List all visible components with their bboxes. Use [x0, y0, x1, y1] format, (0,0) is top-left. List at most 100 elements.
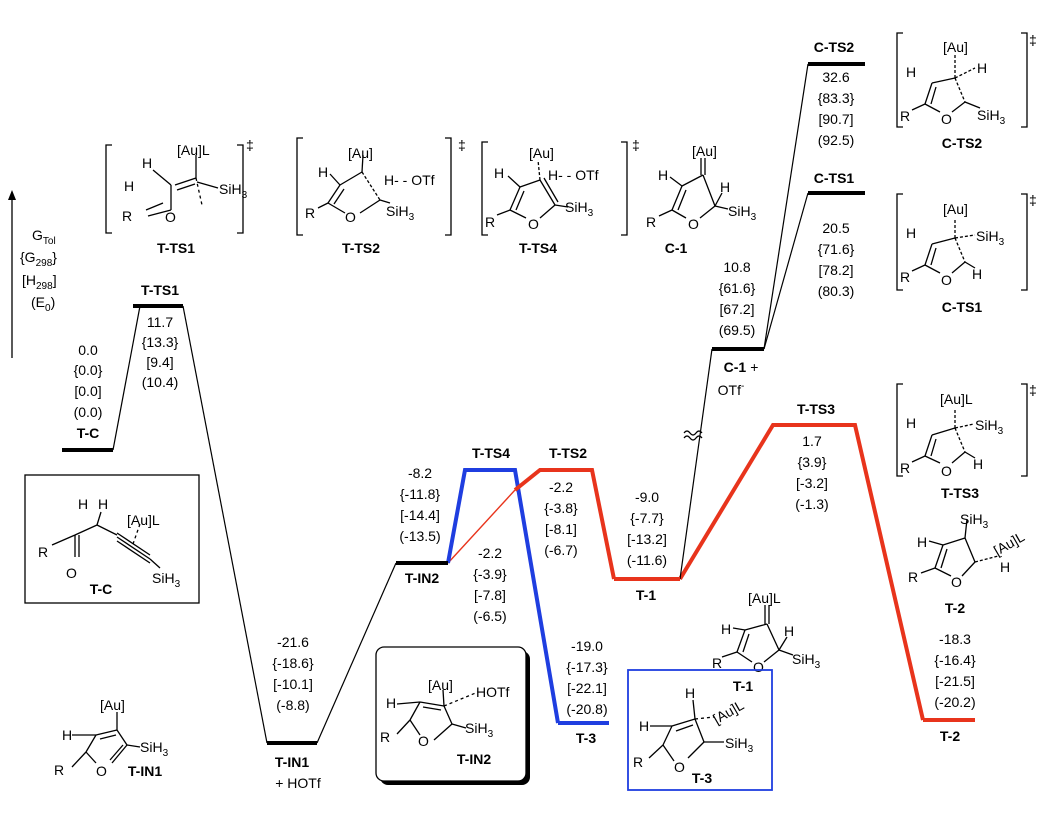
bond [911, 455, 926, 463]
bond [669, 176, 683, 187]
t2-h2: H [1000, 559, 1010, 575]
c1-value-gtol: 10.8 [723, 259, 750, 275]
bond [519, 179, 541, 188]
bracket-right [1021, 32, 1028, 128]
cts1-si: SiH3 [976, 228, 1005, 248]
bond [687, 741, 705, 759]
bond [736, 651, 753, 663]
connector-t1-c1 [679, 348, 713, 580]
bracket-left [896, 193, 903, 291]
bond [954, 237, 966, 263]
bond [116, 540, 151, 564]
tts3-value-g298: {3.9} [798, 454, 827, 470]
tin2-value-g298: {-11.8} [400, 486, 441, 502]
bond [964, 518, 968, 539]
cts2-si: SiH3 [977, 107, 1006, 127]
tts4-r: R [485, 214, 495, 230]
tin1-value-gtol: -21.6 [277, 634, 309, 650]
tts2-label: T-TS2 [549, 445, 587, 461]
tts2-hotf: H- - OTf [384, 172, 435, 188]
tts3-value-gtol: 1.7 [802, 433, 822, 449]
bond [951, 101, 966, 113]
t3-value-h298: [-22.1] [567, 680, 607, 696]
c1-si: SiH3 [728, 203, 757, 223]
tts2-dagger: ‡ [458, 137, 466, 153]
tin2-box [375, 646, 527, 782]
bond [543, 177, 559, 203]
bond [174, 177, 197, 186]
axis-arrow-head [8, 190, 16, 200]
bond [361, 154, 364, 173]
tc-name: T-C [90, 581, 113, 597]
bond [766, 623, 780, 651]
tts1-dagger: ‡ [246, 137, 254, 153]
bracket-left [296, 137, 303, 236]
structure-tts2: [Au] H- - OTf SiH3 H R O ‡ T-TS2 [296, 137, 466, 256]
bond [911, 103, 926, 111]
cts2-name: C-TS2 [942, 135, 983, 151]
axis-break-lower [683, 435, 703, 441]
bracket-left [896, 32, 903, 128]
tin2-o: O [418, 733, 429, 749]
bond [699, 205, 716, 219]
bond [116, 729, 128, 746]
bond [931, 77, 956, 84]
axis-label-g298: {G298} [20, 249, 57, 269]
bond [327, 184, 341, 204]
tts3-value-h298: [-3.2] [796, 475, 828, 491]
tts4-value-h298: [-7.8] [474, 587, 506, 603]
bond [96, 511, 102, 526]
bond [147, 209, 172, 217]
bond [329, 173, 341, 186]
bond [924, 434, 933, 457]
tin2-name: T-IN2 [457, 751, 491, 767]
tts4-value-gtol: -2.2 [478, 545, 502, 561]
bond [681, 174, 704, 187]
bond [539, 179, 556, 206]
bond [554, 204, 569, 208]
t3-value-e0: (-20.8) [566, 701, 607, 717]
t3-h: H [639, 718, 649, 734]
t3-o: O [674, 759, 685, 775]
bond [671, 718, 696, 727]
tts4-label: T-TS4 [472, 445, 510, 461]
tin2-value-h298: [-14.4] [400, 507, 440, 523]
tts3-h2: H [973, 456, 983, 472]
bond [658, 209, 673, 217]
bond [671, 209, 687, 219]
bond [539, 204, 556, 219]
bond [911, 264, 926, 272]
tc-h: H [78, 496, 88, 512]
bracket-right [445, 137, 452, 236]
tts1-h: H [124, 178, 134, 194]
bracket-left [896, 383, 903, 477]
level-labels: 0.0 {0.0} [0.0] (0.0) T-C T-TS1 11.7 {13… [74, 39, 976, 791]
structure-tc: R O H H [Au]L SiH3 T-C [24, 474, 200, 604]
bond [152, 169, 172, 186]
bracket-right [621, 141, 628, 236]
tts4-name: T-TS4 [519, 240, 557, 256]
bond [930, 247, 937, 266]
c1-o: O [688, 216, 699, 232]
tts1-value-h298: [9.4] [146, 354, 173, 370]
tin1-value-g298: {-18.6} [272, 655, 314, 671]
cts1-o: O [941, 272, 952, 288]
bond [778, 649, 794, 656]
bond [509, 186, 521, 211]
tin2-h: H [386, 695, 396, 711]
structure-tts3: [Au]L SiH3 H H R O ‡ T-TS3 [896, 382, 1037, 501]
tts4-si: SiH3 [565, 199, 594, 219]
tts2-value-gtol: -2.2 [549, 479, 573, 495]
t2-value-e0: (-20.2) [934, 694, 975, 710]
bond [109, 744, 124, 761]
tc-au: [Au]L [127, 512, 160, 528]
bond [396, 719, 411, 735]
bond [964, 101, 981, 109]
bond [85, 751, 97, 764]
tts3-value-e0: (-1.3) [795, 496, 828, 512]
t3-value-gtol: -19.0 [571, 638, 603, 654]
tin2-value-gtol: -8.2 [408, 465, 432, 481]
tts4-value-e0: (-6.5) [473, 608, 506, 624]
tts3-si: SiH3 [975, 417, 1004, 437]
